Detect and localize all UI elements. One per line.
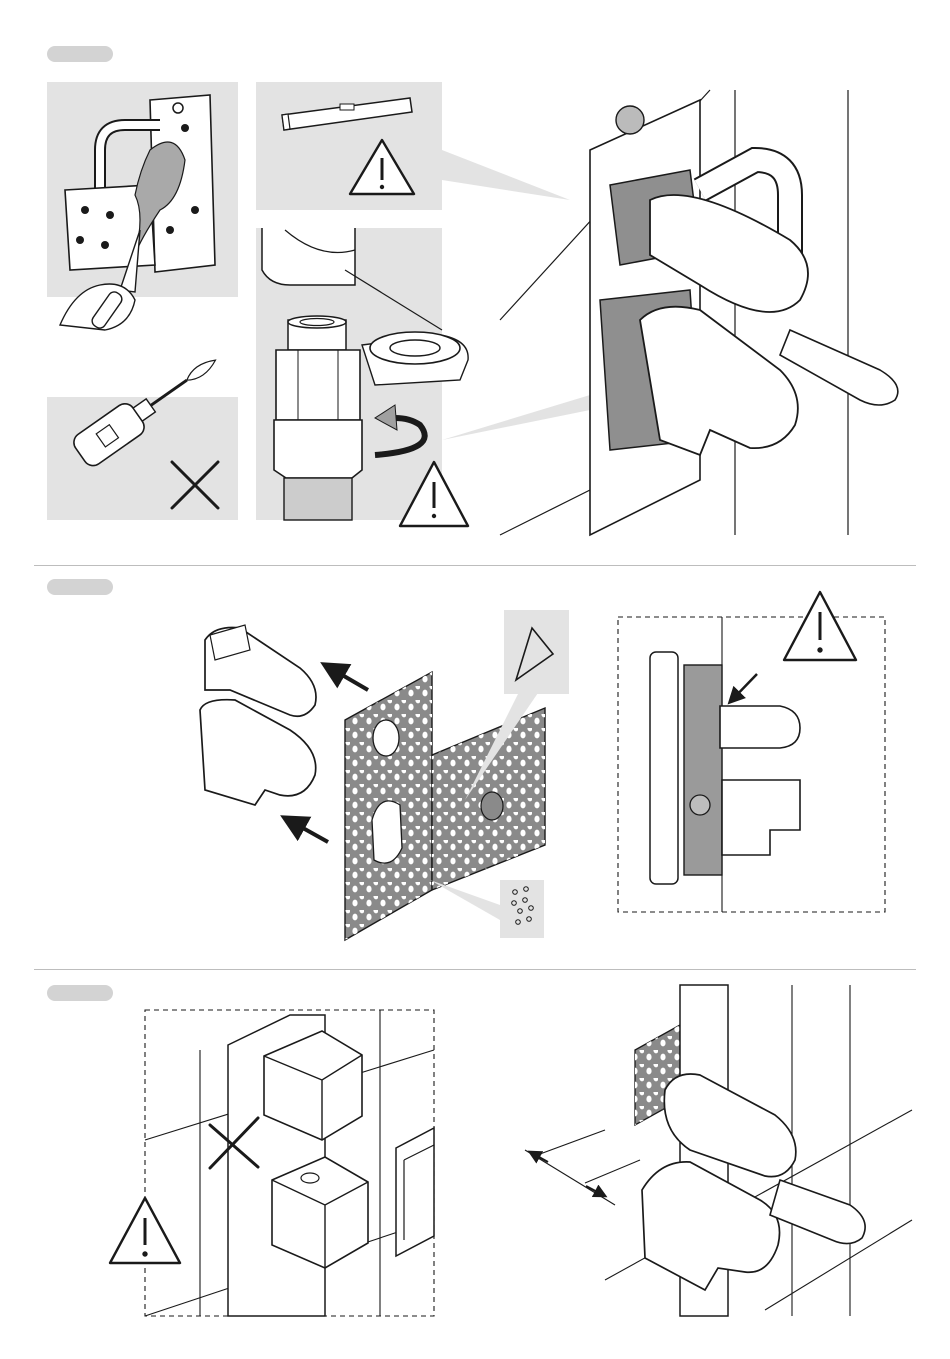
panel-cut-cover-warning [110,1010,434,1316]
panel-no-flame [47,345,238,520]
warning-triangle-icon [110,1198,180,1263]
panel-side-view-warning [618,592,885,912]
panel-valve-body-mounted [500,90,898,535]
panel-hole-pattern-detail [430,880,544,938]
warning-triangle-icon [784,592,856,660]
panel-thread-sealing-warning [256,228,590,526]
panel-plaster-trowel [47,82,238,330]
panel-covers-with-perforated-plate [200,625,545,940]
panel-cover-depth-measure [525,985,912,1316]
panel-level-warning [256,82,570,210]
